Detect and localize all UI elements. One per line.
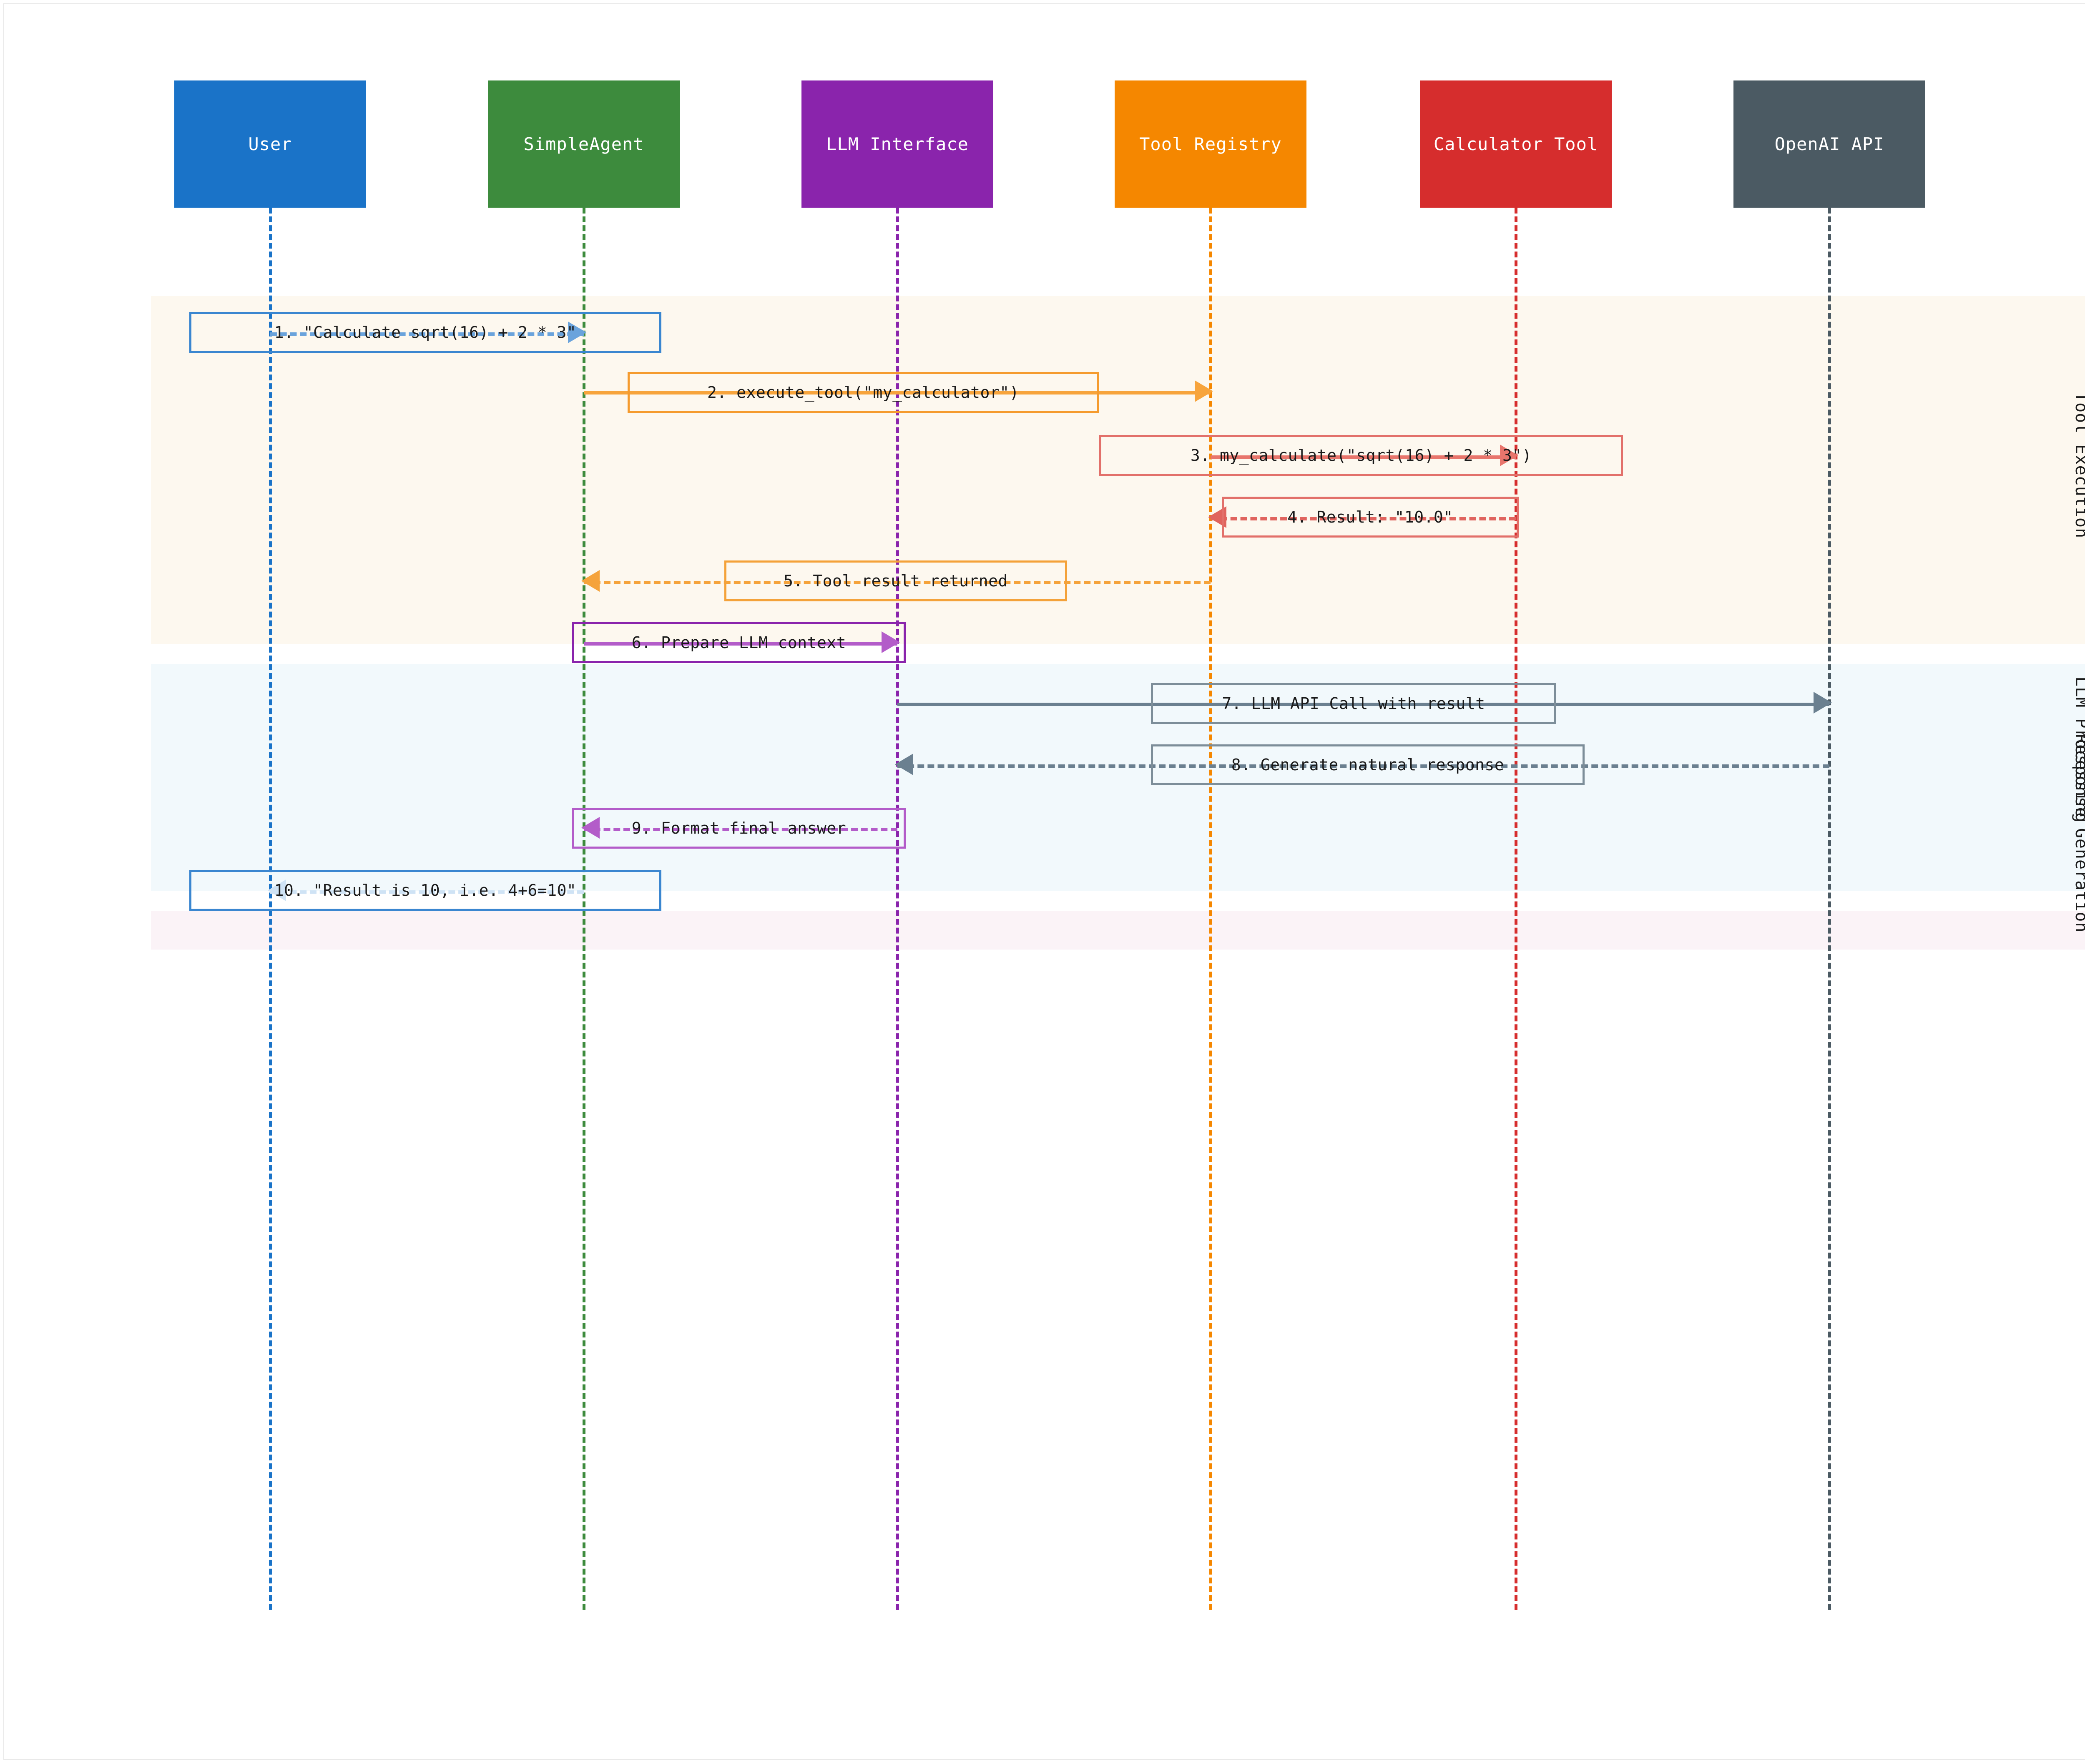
- message-label-box-10: 10. "Result is 10, i.e. 4+6=10": [189, 870, 661, 911]
- message-text-6: 6. Prepare LLM context: [631, 633, 847, 652]
- message-arrowhead-3: [1500, 445, 1518, 466]
- message-text-10: 10. "Result is 10, i.e. 4+6=10": [274, 881, 577, 900]
- phase-band-llm-processing: [151, 664, 2085, 891]
- participant-label-calculator: Calculator Tool: [1433, 134, 1598, 154]
- message-arrowhead-5: [581, 570, 600, 592]
- participant-box-registry[interactable]: Tool Registry: [1115, 80, 1306, 208]
- participant-label-llm: LLM Interface: [826, 134, 969, 154]
- phase-band-tool-execution: [151, 296, 2085, 644]
- lifeline-calculator: [1515, 208, 1517, 1610]
- message-text-3: 3. my_calculate("sqrt(16) + 2 * 3"): [1190, 446, 1532, 465]
- message-line-6: [584, 642, 897, 646]
- lifeline-registry: [1209, 208, 1212, 1610]
- message-text-2: 2. execute_tool("my_calculator"): [707, 383, 1020, 402]
- message-label-box-4: 4. Result: "10.0": [1222, 497, 1519, 538]
- message-line-1: [270, 332, 584, 336]
- participant-box-calculator[interactable]: Calculator Tool: [1420, 80, 1612, 208]
- message-arrowhead-6: [882, 631, 900, 653]
- message-arrowhead-9: [581, 817, 600, 839]
- message-text-4: 4. Result: "10.0": [1287, 508, 1453, 526]
- message-arrowhead-2: [1195, 380, 1213, 402]
- message-line-7: [897, 703, 1829, 706]
- message-label-box-6: 6. Prepare LLM context: [572, 622, 906, 663]
- participant-box-agent[interactable]: SimpleAgent: [488, 80, 680, 208]
- message-line-5: [584, 581, 1211, 584]
- message-text-1: 1. "Calculate sqrt(16) + 2 * 3": [274, 323, 577, 342]
- lifeline-openai: [1828, 208, 1831, 1610]
- message-text-9: 9. Format final answer: [631, 819, 847, 837]
- message-label-box-3: 3. my_calculate("sqrt(16) + 2 * 3"): [1099, 435, 1623, 476]
- participant-label-registry: Tool Registry: [1139, 134, 1282, 154]
- phase-band-response-generation: [151, 911, 2085, 950]
- phase-label-response-generation: Response Generation: [2072, 734, 2085, 933]
- participant-label-agent: SimpleAgent: [523, 134, 644, 154]
- phase-label-llm-processing: LLM Processing: [2072, 676, 2085, 823]
- message-arrowhead-1: [568, 322, 586, 343]
- message-label-box-2: 2. execute_tool("my_calculator"): [628, 372, 1099, 413]
- participant-label-user: User: [248, 134, 292, 154]
- message-text-7: 7. LLM API Call with result: [1222, 694, 1485, 713]
- message-arrowhead-10: [268, 879, 286, 901]
- message-line-10: [270, 890, 584, 894]
- message-label-box-9: 9. Format final answer: [572, 808, 906, 849]
- message-text-8: 8. Generate natural response: [1231, 756, 1505, 774]
- message-label-box-7: 7. LLM API Call with result: [1151, 683, 1556, 724]
- message-line-3: [1211, 455, 1516, 459]
- participant-box-openai[interactable]: OpenAI API: [1733, 80, 1925, 208]
- lifeline-llm: [896, 208, 899, 1610]
- message-line-9: [584, 828, 897, 831]
- message-arrowhead-8: [895, 754, 913, 775]
- participant-label-openai: OpenAI API: [1774, 134, 1884, 154]
- message-label-box-5: 5. Tool result returned: [724, 560, 1067, 601]
- participant-box-user[interactable]: User: [174, 80, 366, 208]
- message-text-5: 5. Tool result returned: [784, 572, 1008, 590]
- message-label-box-1: 1. "Calculate sqrt(16) + 2 * 3": [189, 312, 661, 353]
- message-line-8: [897, 764, 1829, 768]
- phase-label-tool-execution: Tool Execution: [2072, 392, 2085, 539]
- message-line-2: [584, 391, 1211, 395]
- message-arrowhead-7: [1814, 692, 1832, 714]
- participant-box-llm[interactable]: LLM Interface: [801, 80, 993, 208]
- message-label-box-8: 8. Generate natural response: [1151, 744, 1585, 785]
- message-line-4: [1211, 517, 1516, 520]
